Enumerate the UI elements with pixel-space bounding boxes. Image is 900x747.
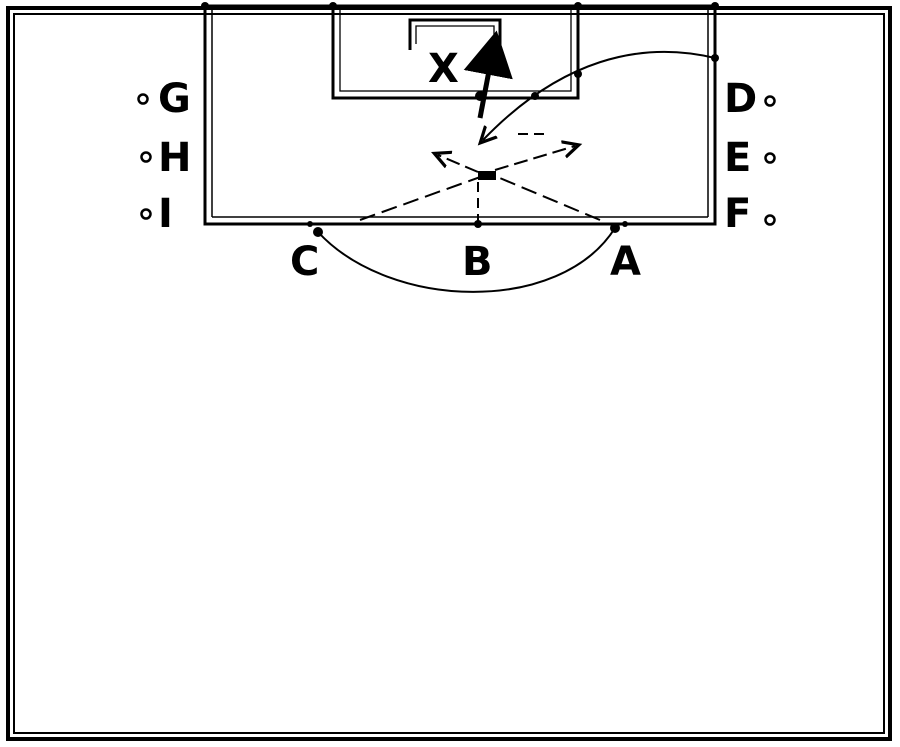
run-node [531,92,539,100]
dashed-pass-a-to-center [494,175,601,221]
label-x: X [428,46,459,92]
center-player-marker [478,171,496,180]
position-dot-i [140,208,152,220]
label-b: B [462,239,493,285]
pitch-inner-border [13,13,885,734]
player-position-a-tick [622,221,628,227]
position-dot-f [764,214,776,226]
player-position-c [313,227,323,237]
label-e: E [724,135,751,181]
penalty-area [203,4,717,226]
dashed-pass-c-to-center [359,175,484,221]
corner-dot [711,2,719,10]
goal-area-inner [339,5,572,92]
label-h: H [158,135,191,181]
label-g: G [158,76,191,122]
position-dot-h [140,151,152,163]
label-i: I [158,191,173,237]
shot-arrow [463,30,513,119]
goal-frame-inner [415,25,495,44]
pitch-outer-border [6,6,892,741]
player-position-a [610,223,620,233]
position-dot-e [764,152,776,164]
run-node [711,54,719,62]
run-node [574,70,582,78]
curved-run-from-d [483,50,716,140]
corner-dot [329,2,337,10]
label-a: A [610,239,641,285]
corner-dot [201,2,209,10]
dashed-pass-center-left [438,155,479,173]
corner-dot [574,2,582,10]
label-f: F [724,191,751,237]
position-dot-g [137,93,149,105]
dashed-pass-center-right [494,146,575,171]
label-d: D [724,76,757,122]
label-c: C [290,239,319,285]
player-position-b [474,220,482,228]
player-position-c-tick [307,221,313,227]
run-node [475,91,485,101]
curved-run-a-to-c [317,227,616,293]
position-dot-d [764,95,776,107]
